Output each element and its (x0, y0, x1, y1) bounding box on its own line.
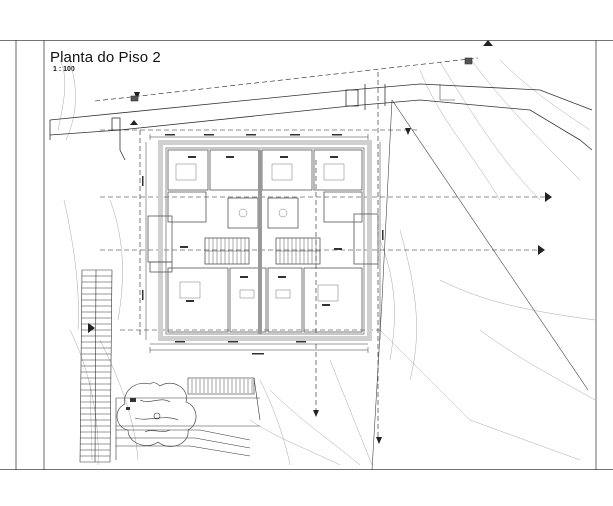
section-marker-icon (538, 245, 545, 255)
section-marker-icon (405, 128, 411, 135)
terrace-slats (191, 379, 253, 393)
section-marker-icon (130, 120, 138, 125)
property-line (371, 84, 589, 471)
road-boundary (49, 83, 593, 161)
tree-base-marks (126, 398, 136, 410)
terrace (115, 377, 261, 460)
dimension-ticks (142, 134, 384, 355)
drawing-scale: 1 : 100 (53, 66, 75, 73)
section-marker-icon (376, 437, 382, 444)
tree-icon (116, 382, 197, 447)
dimension-lines (145, 134, 381, 353)
stair-treads (205, 238, 320, 264)
drawing-title: Planta do Piso 2 (50, 49, 161, 66)
terrain-contours (57, 57, 596, 466)
exterior-stair-treads (80, 275, 112, 457)
fixtures (175, 163, 345, 302)
section-marker-icon (545, 192, 552, 202)
building (147, 140, 379, 341)
site-blocks (130, 57, 473, 102)
north-arrow-icon (483, 40, 493, 46)
section-marker-icon (88, 323, 95, 333)
section-marker-icon (313, 410, 319, 417)
room-dimension-marks (180, 156, 342, 306)
sheet-frame (0, 40, 613, 470)
